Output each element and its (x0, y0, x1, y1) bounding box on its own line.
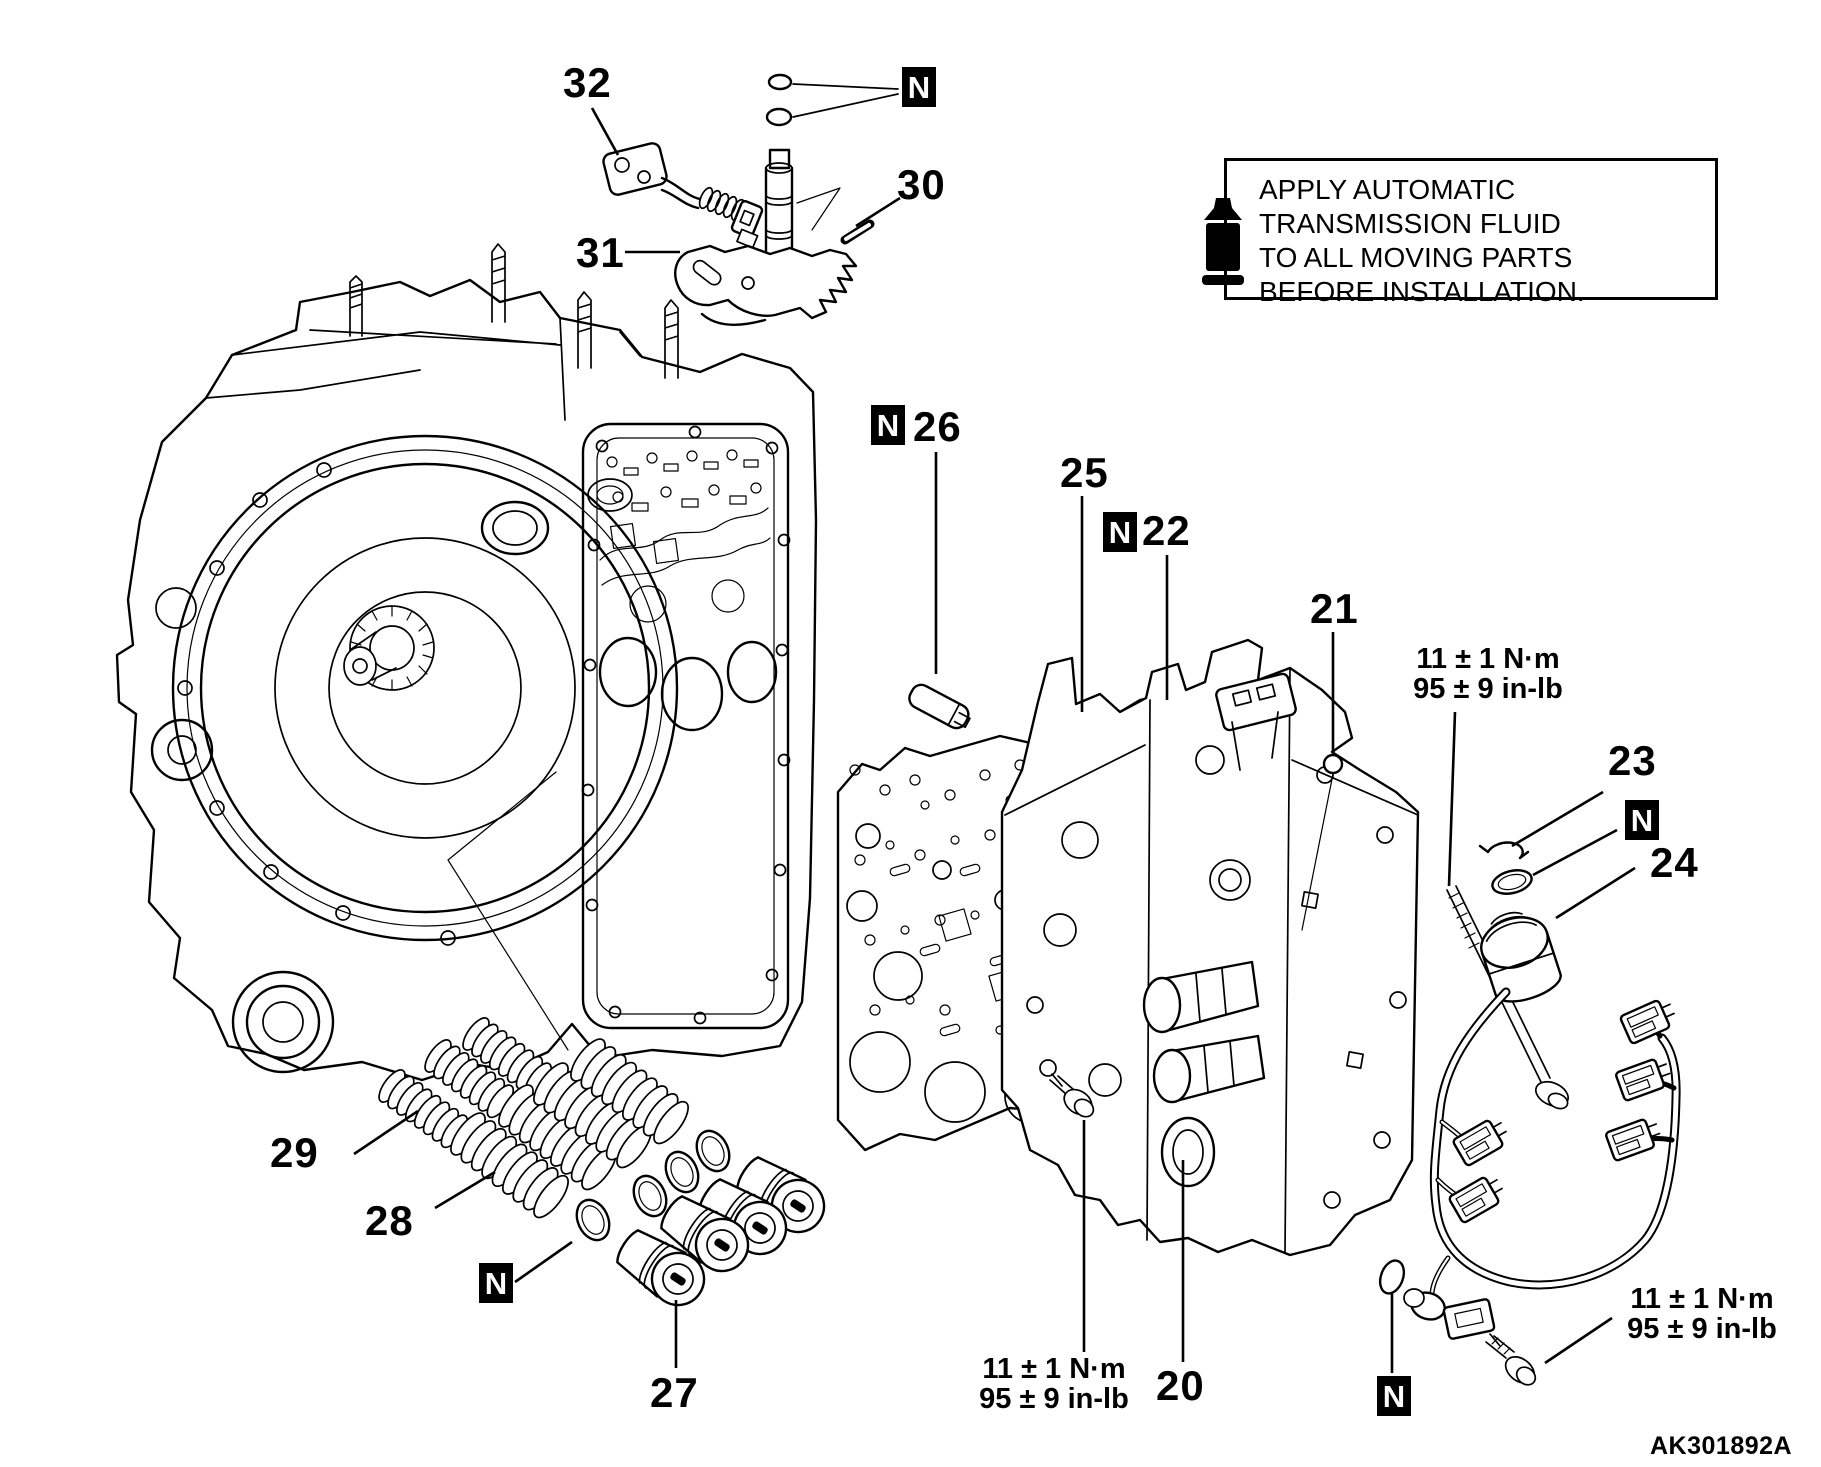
valve-body-solenoids (1142, 960, 1266, 1104)
new-part-symbol-oring-left: N (479, 1263, 513, 1303)
sensor-o-ring (1378, 1259, 1406, 1295)
callout-25: 25 (1060, 449, 1109, 496)
shaft-o-rings (765, 73, 899, 127)
callout-30: 30 (897, 161, 946, 208)
note-line-1: APPLY AUTOMATIC (1259, 174, 1516, 205)
torque-inlb: 95 ± 9 in-lb (1627, 1313, 1777, 1346)
callout-31: 31 (576, 229, 625, 276)
part-23-clip (1478, 841, 1530, 860)
new-part-symbol-26: N (871, 405, 905, 445)
note-line-4: BEFORE INSTALLATION. (1259, 276, 1585, 307)
torque-nm: 11 ± 1 N·m (982, 1353, 1126, 1385)
harness-bolt (1485, 1333, 1537, 1386)
note-line-3: TO ALL MOVING PARTS (1259, 242, 1573, 273)
manual-control-lever-assembly (602, 73, 899, 326)
case-internal-valves (599, 449, 771, 623)
callout-28: 28 (365, 1197, 414, 1244)
torque-nm: 11 ± 1 N·m (1630, 1283, 1774, 1315)
new-part-symbol-top: N (902, 67, 936, 107)
torque-inlb: 95 ± 9 in-lb (1413, 673, 1563, 706)
drawing-number: AK301892A (1650, 1432, 1793, 1460)
callout-22: 22 (1142, 507, 1191, 554)
accumulator-o-rings (575, 1129, 731, 1242)
callout-27: 27 (650, 1369, 699, 1416)
case-filler-opening (480, 478, 633, 556)
part-26-pin (908, 683, 971, 730)
valve-body-long-bolt (1446, 885, 1570, 1110)
valve-body-connector-bracket (1215, 672, 1297, 771)
input-shaft-spline (343, 605, 435, 691)
torque-spec-top-right: 11 ± 1 N·m 95 ± 9 in-lb (1400, 644, 1576, 705)
part-30-spring-pin (840, 219, 875, 245)
harness-sensor (1403, 1288, 1496, 1340)
transmission-case-drawing (115, 243, 818, 1082)
part-24-harness-plug (1480, 911, 1562, 1003)
part-31-detent-plate (674, 244, 858, 326)
case-valve-body-flange (581, 422, 791, 1030)
torque-spec-bottom-right: 11 ± 1 N·m 95 ± 9 in-lb (1614, 1284, 1790, 1345)
callout-26: 26 (913, 403, 962, 450)
case-studs (349, 243, 679, 379)
callout-32: 32 (563, 59, 612, 106)
torque-nm: 11 ± 1 N·m (1416, 643, 1560, 675)
leader-lines (353, 107, 1636, 1373)
callout-21: 21 (1310, 585, 1359, 632)
callout-23: 23 (1608, 737, 1657, 784)
oil-bottle-icon (1196, 196, 1250, 288)
callout-20: 20 (1156, 1362, 1205, 1409)
part-21-ball (1301, 753, 1344, 931)
harness-connectors (1447, 994, 1680, 1225)
new-part-symbol-oring-right: N (1625, 800, 1659, 840)
part-20-valve-body (1000, 638, 1420, 1257)
callout-24: 24 (1650, 839, 1699, 886)
torque-inlb: 95 ± 9 in-lb (979, 1383, 1129, 1416)
harness-o-ring (1491, 869, 1533, 895)
part-32-switch-rod (602, 142, 764, 249)
callout-29: 29 (270, 1129, 319, 1176)
new-part-symbol-22: N (1103, 512, 1137, 552)
valve-body-screw (1049, 1073, 1095, 1118)
part-27-accumulator-pistons (608, 1147, 836, 1317)
part-24-harness-wire (1429, 987, 1681, 1298)
new-part-symbol-sensor: N (1377, 1376, 1411, 1416)
torque-spec-bottom-center: 11 ± 1 N·m 95 ± 9 in-lb (966, 1354, 1142, 1415)
fluid-note-box: APPLY AUTOMATIC TRANSMISSION FLUID TO AL… (1224, 158, 1718, 307)
note-line-2: TRANSMISSION FLUID (1259, 208, 1561, 239)
